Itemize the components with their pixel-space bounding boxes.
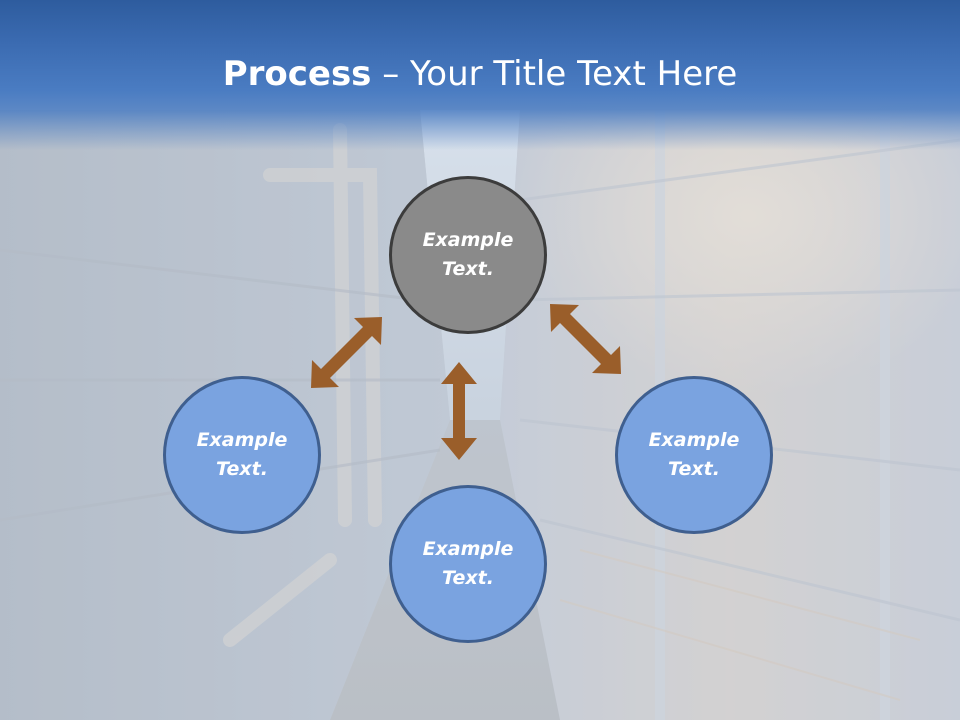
node-bottom-label: Example Text.	[422, 538, 514, 589]
node-left[interactable]: Example Text.	[163, 376, 321, 534]
node-bottom[interactable]: Example Text.	[389, 485, 547, 643]
title-banner	[0, 0, 960, 150]
node-top-label: Example Text.	[422, 229, 514, 280]
node-top[interactable]: Example Text.	[389, 176, 547, 334]
title-rest-part: – Your Title Text Here	[371, 54, 738, 94]
node-left-label: Example Text.	[196, 429, 288, 480]
title-bold-part: Process	[222, 54, 372, 94]
slide-title: Process – Your Title Text Here	[0, 52, 960, 96]
node-right[interactable]: Example Text.	[615, 376, 773, 534]
node-right-label: Example Text.	[648, 429, 740, 480]
